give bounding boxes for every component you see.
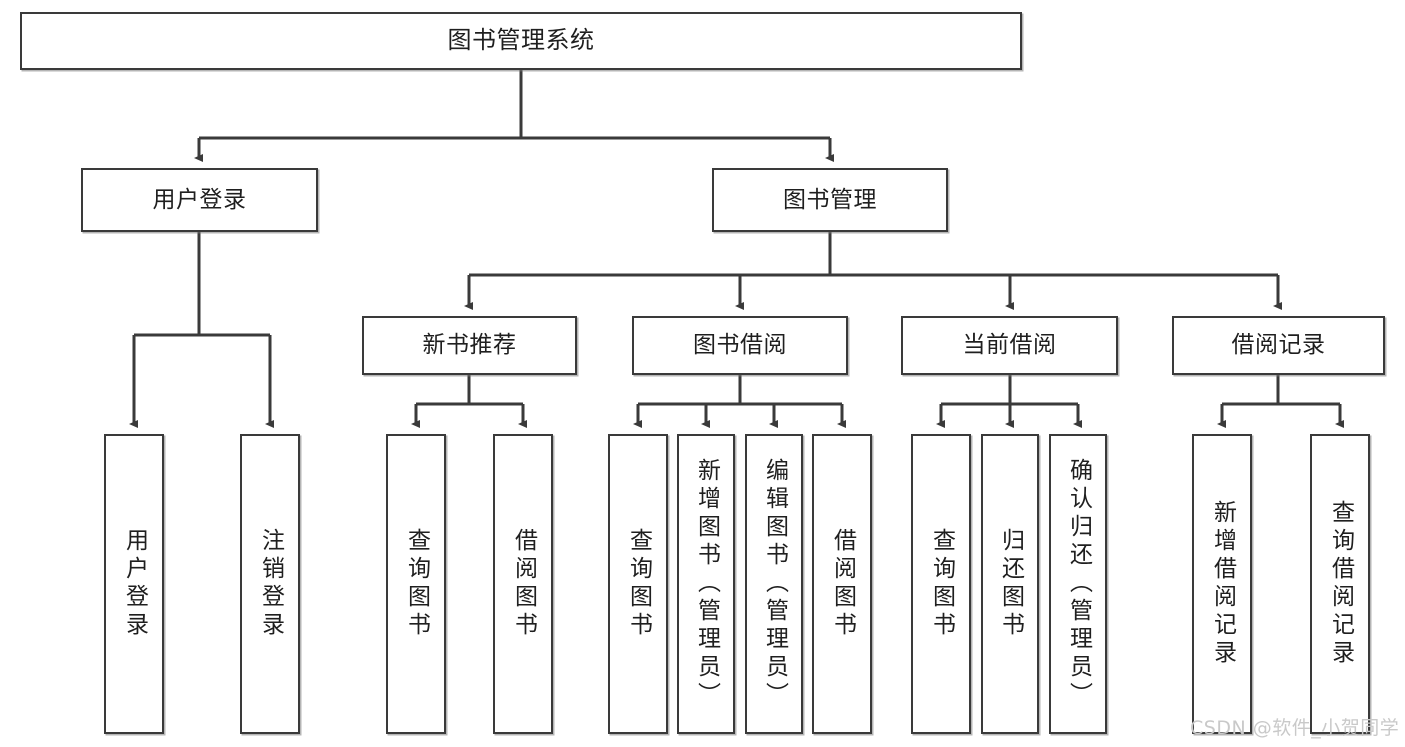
node-label: 图书借阅 [693,332,787,359]
leaf-newbook-borrow-book[interactable]: 借阅图书 [493,434,553,734]
node-label: 确认归还（管理员） [1065,458,1092,710]
node-user-login[interactable]: 用户登录 [81,168,318,232]
node-label: 查询图书 [928,528,955,640]
node-label: 查询图书 [403,528,430,640]
node-label: 用户登录 [121,528,148,640]
node-label: 查询借阅记录 [1327,500,1354,668]
leaf-record-query-record[interactable]: 查询借阅记录 [1310,434,1370,734]
node-label: 归还图书 [997,528,1024,640]
node-label: 查询图书 [625,528,652,640]
leaf-user-logout[interactable]: 注销登录 [240,434,300,734]
leaf-current-return-book[interactable]: 归还图书 [981,434,1039,734]
leaf-user-login[interactable]: 用户登录 [104,434,164,734]
node-root[interactable]: 图书管理系统 [20,12,1022,70]
node-new-book-recommend[interactable]: 新书推荐 [362,316,577,375]
node-label: 注销登录 [257,528,284,640]
node-label: 用户登录 [152,186,247,213]
node-label: 图书管理 [783,186,877,213]
node-label: 新增图书（管理员） [693,458,720,710]
node-borrow-record[interactable]: 借阅记录 [1172,316,1385,375]
leaf-current-query-book[interactable]: 查询图书 [911,434,971,734]
leaf-borrow-query-book[interactable]: 查询图书 [608,434,668,734]
node-book-borrow[interactable]: 图书借阅 [632,316,848,375]
node-book-management[interactable]: 图书管理 [712,168,948,232]
node-label: 新增借阅记录 [1209,500,1236,668]
leaf-borrow-add-book-admin[interactable]: 新增图书（管理员） [677,434,735,734]
node-label: 图书管理系统 [447,26,595,55]
leaf-borrow-borrow-book[interactable]: 借阅图书 [812,434,872,734]
node-label: 借阅记录 [1231,332,1326,359]
node-label: 借阅图书 [829,528,856,640]
node-label: 新书推荐 [422,332,517,359]
leaf-record-add-record[interactable]: 新增借阅记录 [1192,434,1252,734]
leaf-newbook-query-book[interactable]: 查询图书 [386,434,446,734]
node-current-borrow[interactable]: 当前借阅 [901,316,1118,375]
leaf-borrow-edit-book-admin[interactable]: 编辑图书（管理员） [745,434,803,734]
node-label: 当前借阅 [962,332,1057,359]
leaf-current-confirm-return-admin[interactable]: 确认归还（管理员） [1049,434,1107,734]
node-label: 借阅图书 [510,528,537,640]
watermark: CSDN @软件_小贺同学 [1190,717,1400,739]
node-label: 编辑图书（管理员） [761,458,788,710]
